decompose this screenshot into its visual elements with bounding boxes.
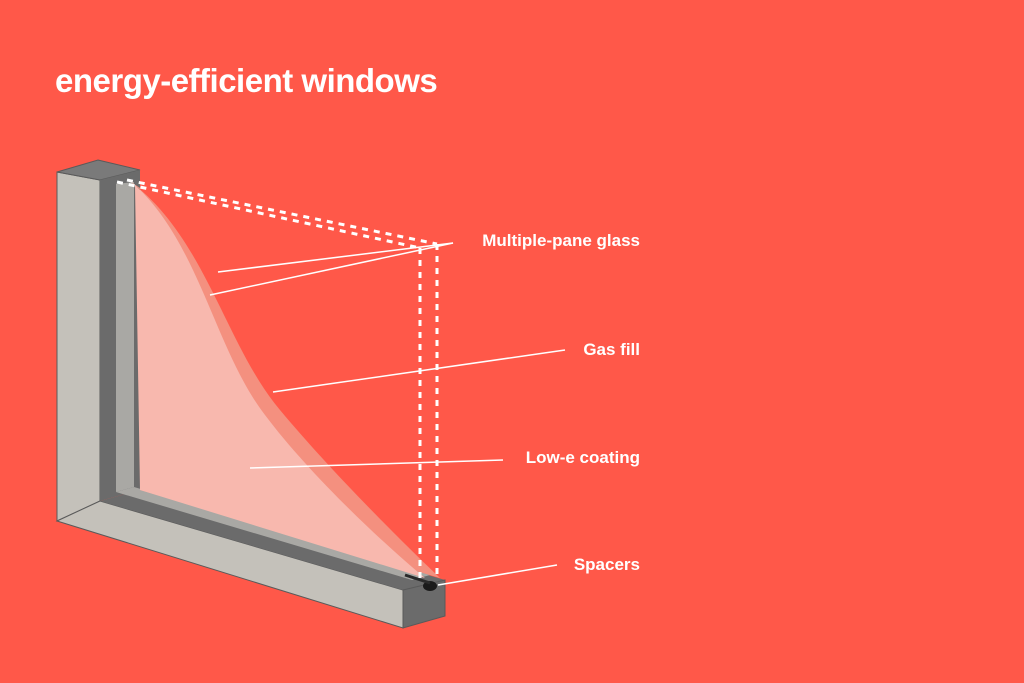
- dotted-outline: [116, 178, 439, 580]
- frame-inner-bottom: [100, 490, 445, 590]
- glazing-stop-bottom: [116, 487, 430, 580]
- label-gas-fill: Gas fill: [583, 340, 640, 359]
- leader-coating: [249, 459, 504, 469]
- pane-front: [135, 185, 425, 578]
- leader-gas: [272, 349, 566, 393]
- spacer: [404, 573, 437, 591]
- glazing-stop-vertical: [116, 182, 134, 492]
- leader-glass-1: [217, 242, 454, 273]
- label-low-e-coating: Low-e coating: [525, 448, 640, 467]
- window-frame: [55, 159, 446, 629]
- leader-glass-2: [209, 242, 454, 296]
- spacer-seal: [423, 581, 437, 591]
- label-spacers: Spacers: [573, 555, 640, 574]
- leader-lines: [209, 242, 566, 586]
- leader-spacers: [437, 564, 558, 586]
- frame-vertical-face: [56, 171, 101, 522]
- diagram-title: energy-efficient windows: [55, 62, 438, 99]
- glass-panes: [128, 180, 440, 578]
- label-multiple-pane-glass: Multiple-pane glass: [482, 231, 640, 250]
